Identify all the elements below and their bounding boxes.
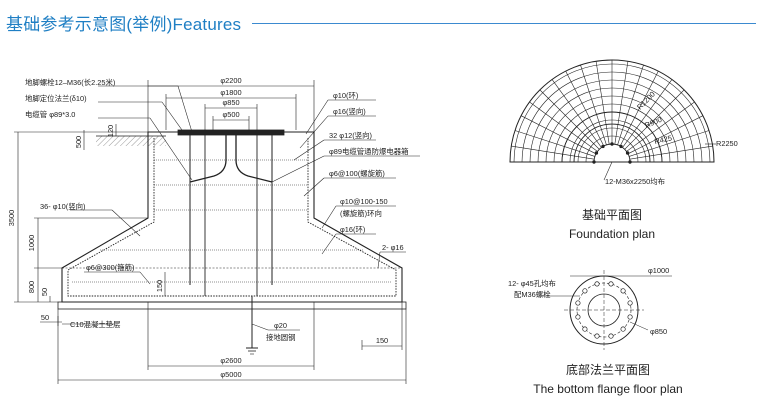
- rebar-cage: [67, 138, 397, 297]
- dim-h3500: 3500: [7, 210, 16, 226]
- cable-pipe-left: [189, 135, 227, 183]
- label-ground-rod-sub: 接地圆钢: [266, 333, 296, 342]
- section-dimension-labels: φ2200 φ1800 φ850 φ500 φ2600 φ5000 150 50…: [7, 76, 388, 379]
- label-ring-bar-spiral: φ10@100-150: [340, 197, 388, 206]
- dim-500: φ500: [222, 110, 239, 119]
- label-anchor-bolts: 地脚螺栓12–M36(长2.25米): [25, 78, 115, 87]
- plan-outer-arc: [509, 59, 715, 163]
- label-cable-box: φ89电缆管通防爆电器箱: [329, 147, 409, 156]
- top-dimensions: [147, 80, 315, 135]
- flange-plan-labels: φ1000 φ850 12- φ45孔均布 配M36螺栓: [508, 266, 669, 336]
- dim-850: φ850: [222, 98, 239, 107]
- foundation-plan-caption-en: Foundation plan: [569, 227, 655, 241]
- label-ring-bar-top: φ10(环): [333, 91, 358, 100]
- flange-d1000-label: φ1000: [648, 266, 669, 275]
- c10-layer: [57, 301, 407, 310]
- label-vertical-bar-36: 36- φ10(竖向): [40, 202, 85, 211]
- label-ring-bar-16: φ16(环): [340, 225, 365, 234]
- label-ring-bar-spiral-sub: (螺旋筋)环向: [340, 209, 382, 218]
- top-flange: [177, 129, 285, 136]
- dim-h1000: 1000: [27, 235, 36, 251]
- label-positioning-flange: 地脚定位法兰(δ10): [25, 94, 87, 103]
- plan-r425-label: R425: [654, 133, 673, 145]
- dim-h120: 120: [106, 125, 115, 137]
- label-spiral-bar-100: φ6@100(螺旋筋): [329, 169, 385, 178]
- flange-plan-caption-en: The bottom flange floor plan: [533, 382, 682, 396]
- label-cable-pipe: 电缆管 φ89*3.0: [25, 110, 75, 119]
- dim-w50: 50: [41, 313, 49, 322]
- flange-plan-drawing: [540, 270, 672, 350]
- dim-5000: φ5000: [220, 370, 241, 379]
- label-c10-layer: C10混凝土垫层: [70, 320, 121, 329]
- page-header: 基础参考示意图(举例)Features: [0, 10, 760, 34]
- foundation-plan-drawing: [509, 59, 716, 164]
- plan-r425-arc: [593, 143, 631, 163]
- left-dimensions: [14, 124, 148, 303]
- flange-bolt-holes: [575, 281, 633, 339]
- dim-1800: φ1800: [220, 88, 241, 97]
- label-stirrup-300: φ6@300(箍筋): [86, 263, 134, 272]
- dim-h800: 800: [27, 281, 36, 293]
- plan-bolt-note: 12-M36x2250均布: [605, 177, 665, 186]
- label-ground-rod: φ20: [274, 321, 287, 330]
- flange-plan-caption-cn: 底部法兰平面图: [566, 362, 650, 377]
- spiral-bars: [72, 159, 392, 283]
- dim-h150: 150: [155, 280, 164, 292]
- foundation-plan-labels: R1200 R900 R425 R2250 12-M36x2250均布: [605, 90, 738, 186]
- bottom-dimensions: [40, 272, 407, 384]
- plan-r2250-label: R2250: [716, 139, 738, 148]
- flange-holes-line2: 配M36螺栓: [514, 290, 551, 299]
- page-title: 基础参考示意图(举例)Features: [6, 15, 242, 34]
- dim-h500: 500: [74, 136, 83, 148]
- flange-d850-label: φ850: [650, 327, 667, 336]
- foundation-section-view: [14, 80, 420, 384]
- section-labels: 地脚螺栓12–M36(长2.25米) 地脚定位法兰(δ10) 电缆管 φ89*3…: [25, 78, 409, 342]
- foundation-plan-caption-cn: 基础平面图: [582, 208, 642, 222]
- dim-w150: 150: [376, 336, 388, 345]
- plan-r900-label: R900: [643, 115, 663, 130]
- title-rule: [252, 23, 756, 24]
- label-vertical-bar-32: 32 φ12(竖向): [329, 131, 372, 140]
- ground-hatch: [96, 136, 166, 146]
- cable-pipe-right: [235, 135, 273, 183]
- dim-h50: 50: [40, 288, 49, 296]
- flange-holes-line1: 12- φ45孔均布: [508, 279, 556, 288]
- dim-2600: φ2600: [220, 356, 241, 365]
- plan-rebar-grid: [511, 60, 713, 164]
- dim-2200: φ2200: [220, 76, 241, 85]
- leader-lines: [62, 85, 420, 331]
- label-bars-2-16: 2- φ16: [382, 243, 404, 252]
- label-vertical-bar-top: φ16(竖向): [333, 107, 366, 116]
